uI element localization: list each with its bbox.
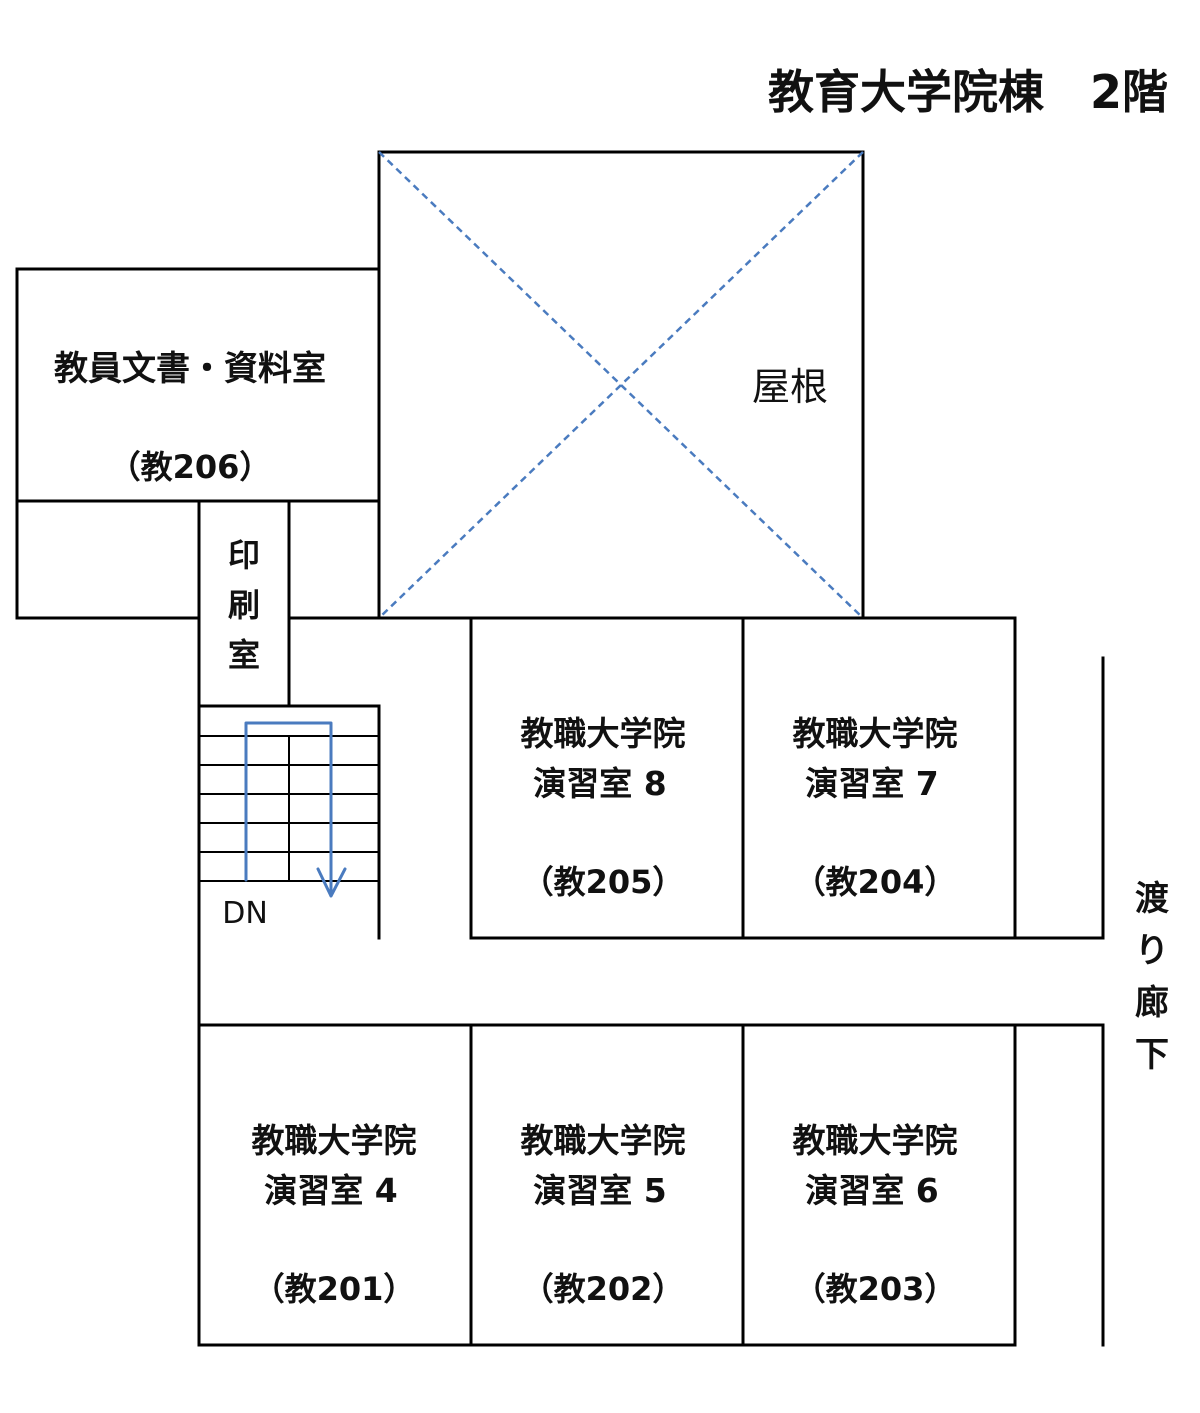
room-202: 教職大学院 演習室 5 （教202） (469, 1023, 745, 1347)
room-204-sub: 演習室 7 (805, 764, 938, 803)
room-201-code: （教201） (253, 1270, 416, 1308)
room-206-name: 教員文書・資料室 (54, 349, 326, 389)
room-202-sub: 演習室 5 (533, 1171, 666, 1210)
stairs-down-arrow-icon (244, 721, 347, 898)
room-204: 教職大学院 演習室 7 （教204） (741, 616, 1017, 940)
connecting-corridor-label: 渡 り 廊 下 (1135, 879, 1169, 1075)
corridor-char-4: 下 (1135, 1035, 1169, 1075)
page-title: 教育大学院棟 2階 (768, 65, 1168, 119)
room-201-name: 教職大学院 (252, 1121, 417, 1160)
room-204-code: （教204） (794, 863, 957, 901)
room-203-sub: 演習室 6 (805, 1171, 938, 1210)
room-202-name: 教職大学院 (521, 1121, 686, 1160)
room-203-code: （教203） (794, 1270, 957, 1308)
room-203-name: 教職大学院 (793, 1121, 958, 1160)
room-205-sub: 演習室 8 (533, 764, 666, 803)
printing-room: 印 刷 室 (197, 499, 291, 708)
printing-room-char-1: 印 (228, 536, 260, 574)
staircase: DN (197, 704, 381, 940)
room-204-name: 教職大学院 (793, 714, 958, 753)
room-202-code: （教202） (522, 1270, 685, 1308)
corridor-char-3: 廊 (1135, 983, 1169, 1023)
corridor-char-1: 渡 (1135, 879, 1169, 919)
room-203: 教職大学院 演習室 6 （教203） (741, 1023, 1017, 1347)
room-205-name: 教職大学院 (521, 714, 686, 753)
room-206-code: （教206） (109, 448, 272, 486)
room-205-code: （教205） (522, 863, 685, 901)
storage-room (15, 499, 201, 620)
printing-room-char-3: 室 (228, 636, 260, 674)
printing-room-char-2: 刷 (228, 586, 260, 624)
room-201-sub: 演習室 4 (264, 1171, 397, 1210)
stairs-down-label: DN (222, 896, 268, 931)
room-201: 教職大学院 演習室 4 （教201） (197, 1023, 473, 1347)
roof-area: 屋根 (377, 150, 865, 620)
roof-label: 屋根 (752, 365, 828, 409)
room-206-archive: 教員文書・資料室 （教206） (15, 267, 381, 503)
corridor-char-2: り (1135, 931, 1169, 971)
room-205: 教職大学院 演習室 8 （教205） (469, 616, 745, 940)
